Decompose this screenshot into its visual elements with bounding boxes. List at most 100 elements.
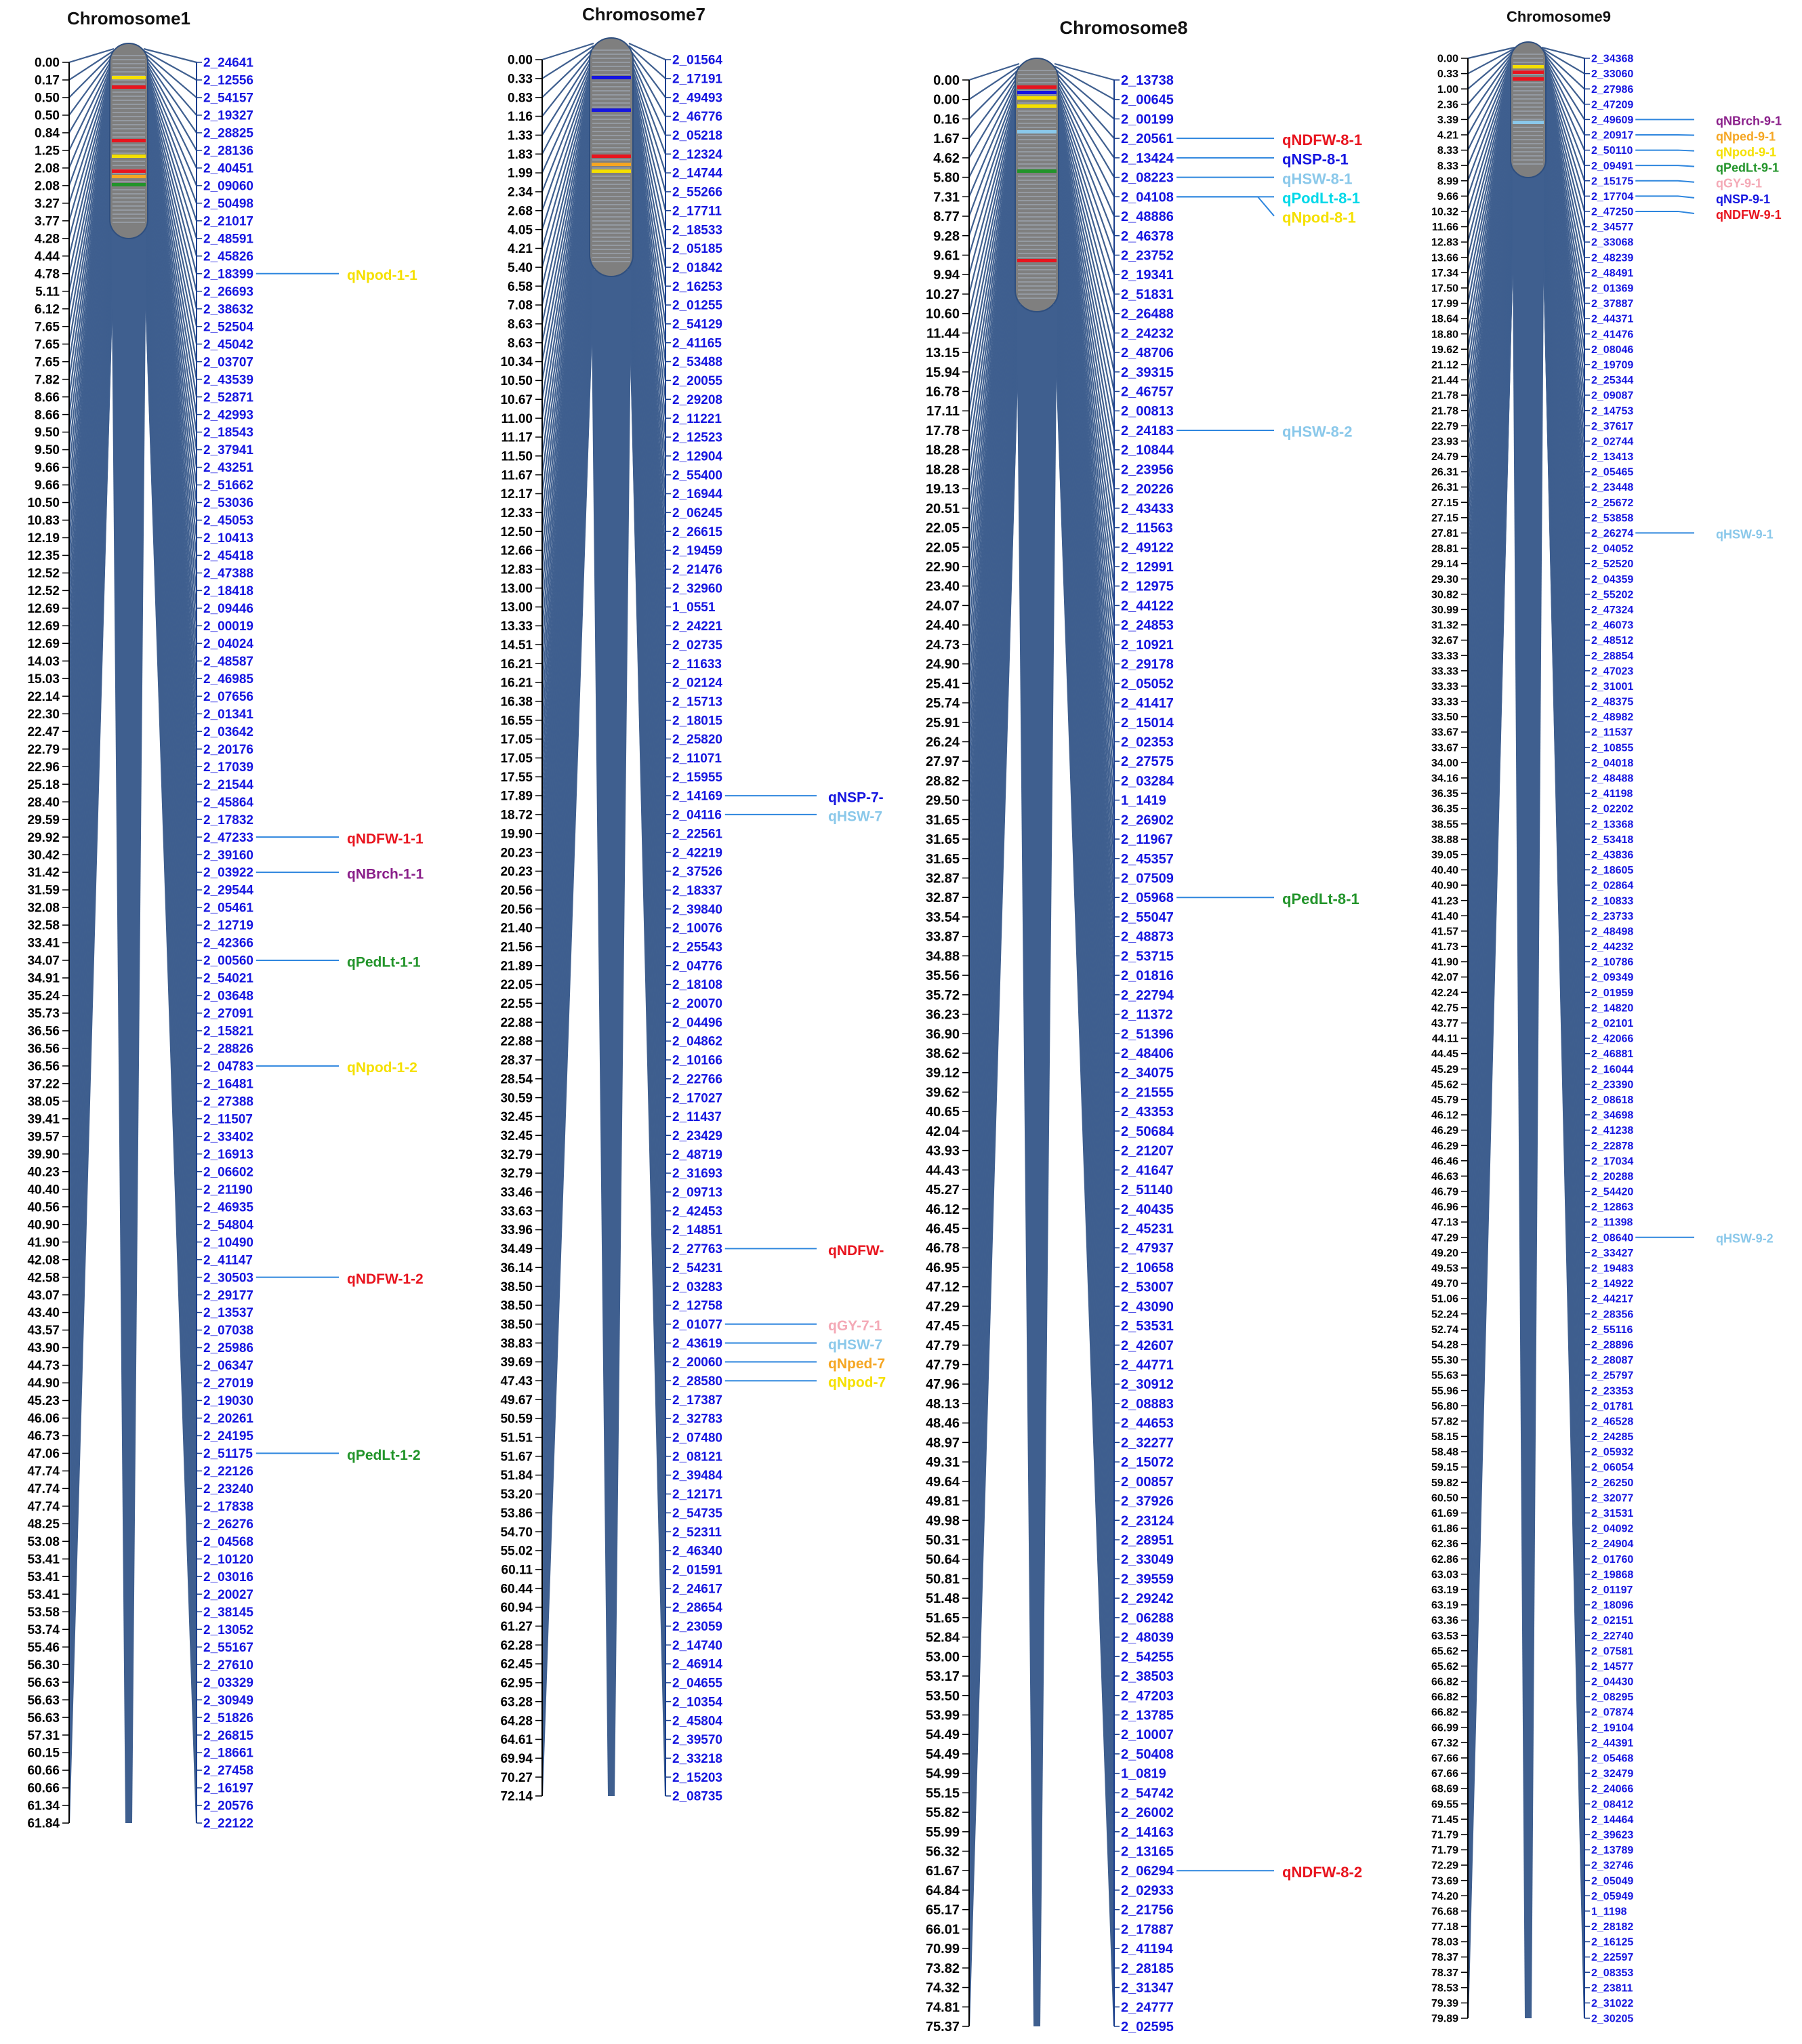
- connector-line: [1053, 85, 1115, 256]
- marker-label: 2_28182: [1591, 1921, 1633, 1933]
- position-label: 63.19: [1431, 1600, 1458, 1612]
- connector-line: [628, 68, 667, 249]
- marker-label: 2_39315: [1121, 365, 1174, 380]
- marker-label: 2_22561: [672, 827, 722, 841]
- marker-label: 2_07581: [1591, 1646, 1633, 1657]
- connector-line: [541, 62, 595, 211]
- position-label: 56.30: [27, 1658, 60, 1673]
- qtl-label: qNpod-1-2: [347, 1060, 417, 1076]
- marker-label: 2_05465: [1591, 467, 1633, 478]
- marker-label: 2_52311: [672, 1526, 722, 1540]
- marker-label: 2_20060: [672, 1355, 722, 1370]
- connector-line: [541, 58, 595, 173]
- marker-label: 2_24904: [1591, 1538, 1633, 1550]
- marker-label: 2_46881: [1591, 1048, 1633, 1060]
- marker-label: 2_46528: [1591, 1416, 1633, 1427]
- marker-label: 2_25986: [203, 1341, 253, 1355]
- marker-label: 2_40435: [1121, 1202, 1174, 1217]
- marker-label: 2_18096: [1591, 1600, 1633, 1612]
- qtl-connector: [1635, 149, 1695, 152]
- position-label: 22.47: [27, 725, 60, 739]
- position-label: 56.63: [27, 1711, 60, 1725]
- marker-label: 2_05218: [672, 129, 722, 143]
- marker-label: 2_18661: [203, 1746, 253, 1761]
- marker-label: 2_41147: [203, 1253, 253, 1267]
- qtl-connector: [1176, 196, 1275, 217]
- position-label: 69.55: [1431, 1799, 1458, 1810]
- position-label: 56.63: [27, 1676, 60, 1690]
- position-label: 40.40: [1431, 865, 1458, 876]
- position-label: 0.00: [933, 73, 960, 88]
- position-label: 61.34: [27, 1799, 60, 1814]
- position-label: 36.56: [27, 1060, 60, 1074]
- connector-line: [1467, 52, 1515, 136]
- marker-label: 2_48591: [203, 232, 253, 246]
- position-label: 13.00: [500, 581, 533, 596]
- marker-label: 2_14744: [672, 167, 722, 181]
- marker-label: 2_10490: [203, 1235, 253, 1250]
- marker-label: 2_20561: [1121, 131, 1174, 146]
- marker-label: 2_51175: [203, 1447, 253, 1461]
- position-label: 70.27: [500, 1771, 533, 1785]
- position-label: 21.78: [1431, 390, 1458, 402]
- position-label: 14.51: [500, 638, 533, 653]
- position-label: 64.28: [500, 1714, 533, 1728]
- position-label: 12.52: [27, 584, 60, 598]
- position-label: 67.66: [1431, 1768, 1458, 1780]
- marker-label: 2_03284: [1121, 774, 1174, 789]
- marker-label: 2_02595: [1121, 2020, 1174, 2035]
- position-label: 41.90: [27, 1235, 60, 1250]
- marker-label: 2_07480: [672, 1431, 722, 1446]
- marker-label: 2_16044: [1591, 1064, 1633, 1076]
- marker-label: 2_02933: [1121, 1883, 1174, 1898]
- marker-label: 2_33060: [1591, 68, 1633, 80]
- connector-line: [1053, 100, 1115, 373]
- marker-label: 2_47324: [1591, 605, 1633, 616]
- marker-label: 2_01369: [1591, 283, 1633, 295]
- connector-line: [68, 58, 115, 151]
- qtl-label: qGY-9-1: [1716, 177, 1762, 190]
- marker-label: 2_38145: [203, 1606, 253, 1620]
- position-label: 65.17: [926, 1903, 960, 1918]
- position-label: 51.67: [500, 1450, 533, 1464]
- marker-label: 2_17704: [1591, 191, 1633, 203]
- position-label: 9.66: [35, 478, 60, 493]
- position-label: 38.50: [500, 1299, 533, 1313]
- qtl-band: [112, 76, 146, 79]
- connector-line: [68, 49, 115, 81]
- connector-line: [1467, 46, 1515, 60]
- connector-line: [628, 53, 667, 136]
- connector-line: [541, 60, 595, 192]
- position-label: 32.79: [500, 1167, 533, 1181]
- marker-label: 2_30205: [1591, 2014, 1633, 2025]
- marker-label: 2_03922: [203, 866, 253, 880]
- marker-label: 2_24221: [672, 619, 722, 634]
- qtl-label: qHSW-8-2: [1282, 424, 1352, 441]
- marker-label: 2_39484: [672, 1469, 722, 1483]
- connector-line: [68, 74, 115, 309]
- marker-label: 2_40451: [203, 162, 253, 176]
- position-label: 61.84: [27, 1817, 60, 1831]
- marker-label: 2_46776: [672, 110, 722, 124]
- marker-label: 2_34577: [1591, 222, 1633, 233]
- position-label: 47.45: [926, 1319, 960, 1334]
- connector-line: [1467, 58, 1516, 227]
- marker-label: 2_12991: [1121, 560, 1174, 575]
- position-label: 36.56: [27, 1025, 60, 1039]
- position-label: 27.15: [1431, 497, 1458, 509]
- marker-label: 2_23124: [1121, 1513, 1174, 1528]
- position-label: 79.39: [1431, 1998, 1458, 2009]
- position-label: 33.67: [1431, 727, 1458, 739]
- position-label: 58.15: [1431, 1431, 1458, 1443]
- qtl-band: [1017, 91, 1057, 94]
- connector-line: [1467, 53, 1515, 151]
- connector-line: [968, 65, 1020, 100]
- position-label: 8.66: [35, 408, 60, 422]
- position-label: 2.08: [35, 180, 60, 194]
- connector-line: [968, 87, 1021, 275]
- qtl-connector: [1635, 180, 1695, 183]
- position-label: 36.35: [1431, 788, 1458, 800]
- position-label: 20.56: [500, 884, 533, 898]
- position-label: 47.79: [926, 1358, 960, 1373]
- position-label: 51.51: [500, 1431, 533, 1446]
